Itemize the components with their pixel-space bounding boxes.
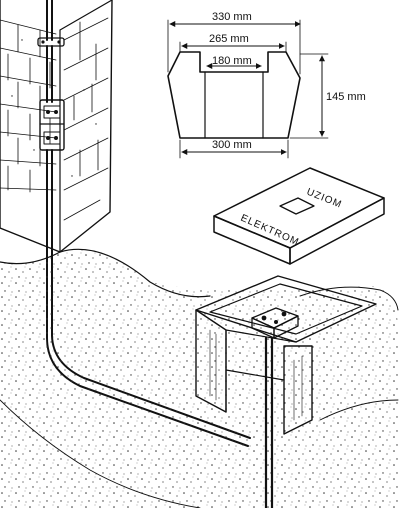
dim-bottom-width-label: 300 mm <box>212 139 252 151</box>
dim-top-width-label: 330 mm <box>212 11 252 23</box>
terminal-block <box>251 307 299 339</box>
dim-height-label: 145 mm <box>326 91 366 103</box>
ground-box <box>195 275 377 508</box>
dim-opening-width-label: 180 mm <box>212 55 252 67</box>
brick-wall <box>0 0 113 253</box>
box-cover: UZIOM ELEKTROM <box>213 167 385 265</box>
dimension-drawing: 330 mm 265 mm 180 mm 300 mm 145 mm <box>167 11 366 159</box>
ground <box>0 248 399 508</box>
dim-inner-top-width-label: 265 mm <box>209 33 249 45</box>
